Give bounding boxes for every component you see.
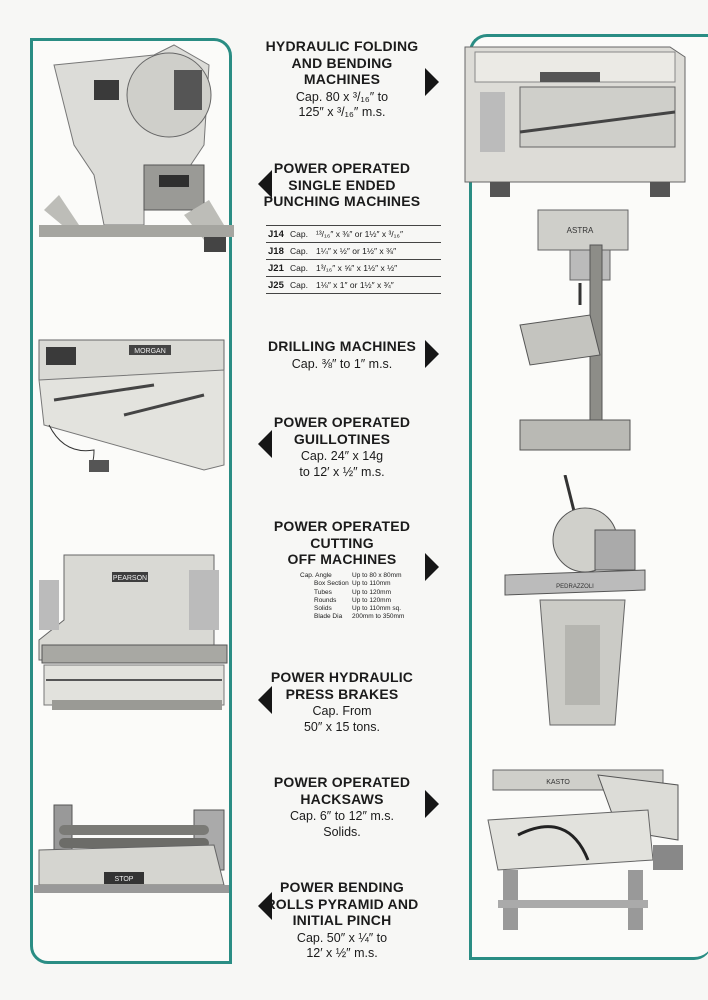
model-cell: J18 [266,242,288,260]
spec-key: Tubes [314,588,332,596]
title-line: PRESS BRAKES [285,685,399,702]
press-brake-photo: PEARSON [38,554,228,710]
punching-machine-photo [39,44,234,252]
table-row: Rounds Up to 120mm [300,597,404,605]
title-line: GUILLOTINES [293,430,391,447]
arrow-right-icon [425,68,439,96]
title-line: OFF MACHINES [287,551,397,567]
product-bending-rolls: POWER BENDING ROLLS PYRAMID AND INITIAL … [252,879,432,962]
arrow-left-icon [258,430,272,458]
bending-rolls-photo: STOP [34,804,229,893]
folding-machine-photo [464,46,686,197]
product-folding: HYDRAULIC FOLDING AND BENDING MACHINES C… [252,38,432,121]
title-line: SINGLE ENDED [288,176,396,193]
table-row: Solids Up to 110mm sq. [300,605,404,613]
model-cell: J21 [266,259,288,277]
arrow-right-icon [425,553,439,581]
spec-cell: 1³/₁₆″ x ⅝″ x 1½″ x ½″ [314,259,441,277]
spec-key: Rounds [314,596,337,604]
caption-line: 125″ x ³/₁₆″ m.s. [298,105,386,119]
caption-line: 50″ x 15 tons. [303,719,380,734]
spec-key: Cap. Angle [300,572,332,579]
spec-value: Up to 120mm [352,588,392,596]
cap-cell: Cap. [288,225,314,243]
arrow-right-icon [425,790,439,818]
product-guillotines: POWER OPERATED GUILLOTINES Cap. 24″ x 14… [252,414,432,480]
table-row: Blade Dia 200mm to 350mm [300,613,404,621]
spec-value: Up to 120mm [352,596,392,604]
table-row: Cap. Angle Up to 80 x 80mm [300,572,404,580]
spec-key: Solids [314,605,332,613]
caption-line: Cap. 50″ x ¼″ to [296,930,388,945]
spec-value: Up to 110mm [352,580,391,588]
product-press-brakes: POWER HYDRAULIC PRESS BRAKES Cap. From 5… [252,669,432,735]
title-line: HYDRAULIC FOLDING [265,38,419,54]
title-line: ROLLS PYRAMID AND [265,895,419,912]
product-hacksaws: POWER OPERATED HACKSAWS Cap. 6″ to 12″ m… [252,774,432,840]
press-brake-brand-label: PEARSON [113,575,147,582]
title-line: POWER OPERATED [273,518,411,534]
spec-cell: ¹³/₁₆″ x ⅜″ or 1½″ x ³/₁₆″ [314,225,441,243]
title-line: DRILLING MACHINES [267,338,417,354]
arrow-left-icon [258,686,272,714]
caption-line: Cap. 24″ x 14g [300,449,384,463]
caption-line: 12′ x ½″ m.s. [306,946,378,960]
caption-line: to 12′ x ½″ m.s. [299,464,385,479]
caption-line: Solids. [323,824,361,839]
spec-key: Box Section [314,580,349,588]
title-line: POWER BENDING [280,879,404,895]
cap-cell: Cap. [288,276,314,294]
caption-line: Cap. 6″ to 12″ m.s. [289,809,395,823]
spec-value: Up to 80 x 80mm [352,572,402,579]
caption-line: Cap. ⅜″ to 1″ m.s. [291,356,393,371]
drilling-machine-photo: ASTRA [519,209,631,451]
cutoff-brand-label: PEDRAZZOLI [556,584,594,590]
hacksaw-brand-label: KASTO [546,779,570,786]
guillotine-photo: MORGAN [38,339,225,472]
caption-line: Cap. From [312,704,372,718]
title-line: POWER OPERATED [273,414,411,430]
title-line: POWER HYDRAULIC [270,669,414,685]
spec-key: Blade Dia [314,613,343,621]
rolls-stop-label: STOP [115,876,134,883]
title-line: POWER OPERATED [273,774,411,790]
title-line: CUTTING [310,534,374,551]
product-drilling: DRILLING MACHINES Cap. ⅜″ to 1″ m.s. [252,338,432,372]
arrow-left-icon [258,892,272,920]
table-row: Tubes Up to 120mm [300,589,404,597]
cutting-off-machine-photo: PEDRAZZOLI [504,475,646,726]
title-line: INITIAL PINCH [292,912,392,928]
caption-line: Cap. 80 x ³/₁₆″ to [295,89,389,104]
title-line: POWER OPERATED [273,160,411,176]
hacksaw-photo: KASTO [487,769,683,930]
cap-cell: Cap. [288,259,314,277]
arrow-right-icon [425,340,439,368]
product-punching: POWER OPERATED SINGLE ENDED PUNCHING MAC… [252,160,432,210]
cap-cell: Cap. [288,242,314,260]
spec-cell: 1¼″ x ½″ or 1½″ x ⅜″ [314,242,441,260]
guillotine-brand-label: MORGAN [134,348,166,355]
product-cutting-off: POWER OPERATED CUTTING OFF MACHINES [252,518,432,568]
model-cell: J25 [266,276,288,294]
spec-value: 200mm to 350mm [352,613,405,621]
title-line: AND BENDING [291,54,393,71]
spec-cell: 1⅛″ x 1″ or 1½″ x ¾″ [314,276,441,294]
title-line: MACHINES [303,71,381,87]
title-line: HACKSAWS [300,790,384,807]
drill-brand-label: ASTRA [567,226,594,235]
spec-value: Up to 110mm sq. [352,605,402,613]
arrow-left-icon [258,170,272,198]
title-line: PUNCHING MACHINES [263,193,421,209]
model-cell: J14 [266,225,288,243]
